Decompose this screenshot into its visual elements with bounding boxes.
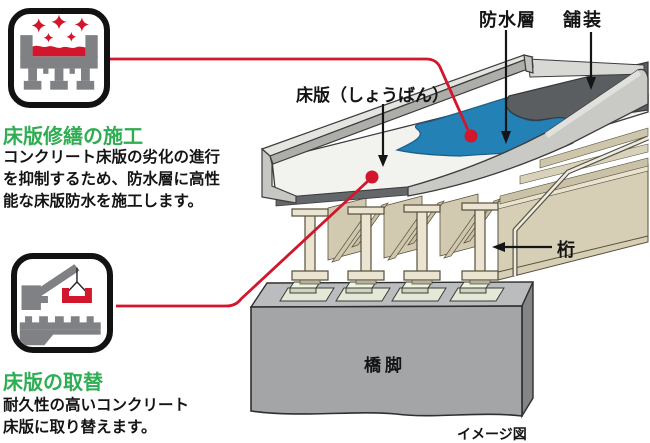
- girder-end-faces: [291, 202, 499, 285]
- image-caption: イメージ図: [457, 426, 527, 442]
- crane-deck-replacement-icon: [11, 253, 113, 353]
- crane-deck-replacement-icon-art: [19, 264, 101, 346]
- replace-callout-dot: [365, 170, 379, 184]
- repair-callout-dot: [464, 129, 478, 143]
- replace-body-line-1: 耐久性の高いコンクリート: [3, 397, 190, 414]
- repair-body-line-3: 能な床版防水を施工します。: [3, 193, 203, 210]
- pavement-label: 舗装: [563, 10, 603, 30]
- drain-pipe: [512, 135, 649, 276]
- repair-body-line-2: を抑制するため、防水層に高性: [3, 171, 221, 188]
- deck-far-edge-band: [527, 58, 645, 78]
- replace-body-line-2: 床版に取り替えます。: [3, 419, 157, 436]
- pier-label: 橋脚: [364, 356, 406, 375]
- waterproof-label: 防水層: [479, 10, 536, 30]
- replace-heading: 床版の取替: [3, 372, 103, 394]
- deck-slab-label: 床版（しょうばん）: [296, 86, 449, 105]
- repair-heading: 床版修繕の施工: [3, 126, 143, 148]
- pier-shape: [249, 281, 535, 419]
- far-parapet: [260, 54, 535, 204]
- girder-label: 桁: [557, 240, 575, 260]
- sparkle-icons: [31, 14, 89, 43]
- label-arrows: [378, 30, 596, 252]
- deck-waterproofing-icon-art: [20, 14, 98, 90]
- near-curb-highlight: [545, 70, 641, 138]
- bearings: [279, 281, 505, 302]
- repair-body-line-1: コンクリート床版の劣化の進行: [3, 149, 221, 166]
- repair-callout-line: [110, 57, 478, 143]
- deck-waterproofing-icon: [8, 8, 110, 108]
- replace-callout-line: [116, 170, 379, 308]
